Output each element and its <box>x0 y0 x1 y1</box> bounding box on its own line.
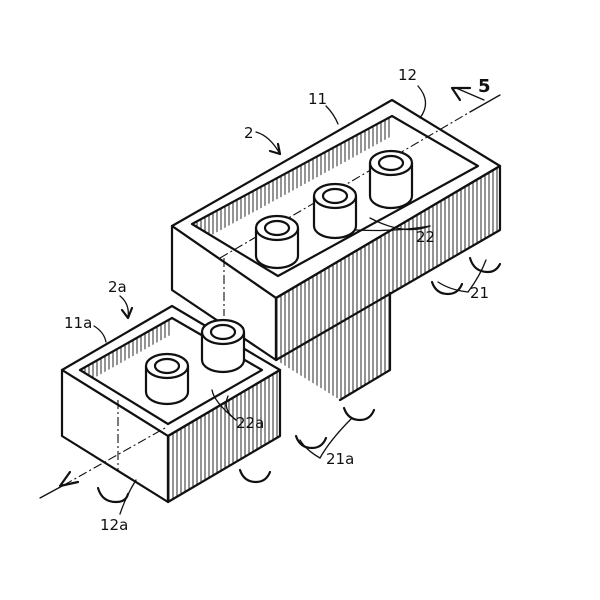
lower-side-face <box>168 370 280 502</box>
label-feet-lower: 21a <box>326 450 354 468</box>
tube-upper-3 <box>368 149 414 210</box>
section-arrow-upper <box>450 86 485 102</box>
tube-upper-1 <box>254 214 300 270</box>
tube-lower-2 <box>144 352 190 406</box>
lower-brick-tubes <box>144 318 246 406</box>
label-section-upper: 5 <box>478 76 491 97</box>
upper-brick-tubes <box>254 149 414 270</box>
label-tubes-upper: 22 <box>416 228 435 246</box>
label-brick-lower: 2a <box>108 278 127 296</box>
label-wall-upper: 11 <box>308 90 327 108</box>
upper-lower-body <box>276 293 390 400</box>
lower-brick-feet <box>96 406 376 504</box>
lower-cavity-wall <box>80 318 172 378</box>
label-brick-upper: 2 <box>244 124 254 142</box>
leader-lines <box>93 85 487 515</box>
upper-side-face <box>276 166 500 360</box>
upper-brick-feet <box>430 256 502 296</box>
tube-upper-2 <box>312 182 358 240</box>
section-arrow-lower <box>39 427 166 499</box>
upper-cavity-wall <box>192 116 392 236</box>
tube-lower-1 <box>200 318 246 374</box>
label-tubes-lower: 22a <box>236 414 264 432</box>
label-feet-upper: 21 <box>470 284 489 302</box>
label-end-lower: 12a <box>100 516 128 534</box>
label-end-upper: 12 <box>398 66 417 84</box>
label-wall-lower: 11a <box>64 314 92 332</box>
